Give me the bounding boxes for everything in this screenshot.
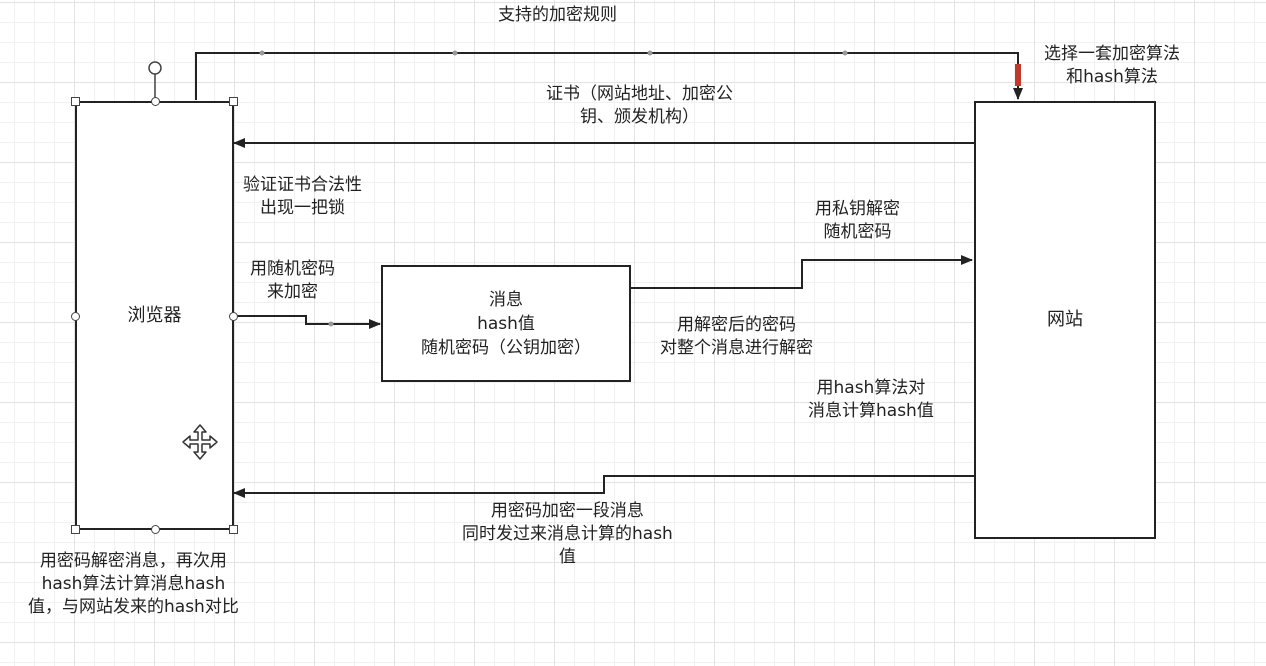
label-line: 和hash算法 xyxy=(1066,67,1158,87)
label-line: 随机密码 xyxy=(823,222,892,242)
label-certificate: 证书（网站地址、加密公 钥、颁发机构） xyxy=(546,83,733,129)
rotate-handle[interactable] xyxy=(148,61,162,75)
connector-point xyxy=(647,50,653,56)
resize-handle-ne[interactable] xyxy=(229,97,238,106)
label-line: 出现一把锁 xyxy=(260,198,345,218)
label-encrypt-random: 用随机密码 来加密 xyxy=(250,258,335,304)
label-line: 消息计算hash值 xyxy=(808,401,934,421)
node-website[interactable]: 网站 xyxy=(974,101,1156,539)
label-browser-decrypt: 用密码解密消息，再次用 hash算法计算消息hash 值，与网站发来的hash对… xyxy=(28,550,239,619)
label-line: 用密码加密一段消息 xyxy=(490,501,644,521)
label-choose-algo: 选择一套加密算法 和hash算法 xyxy=(1044,43,1180,89)
label-line: 钥、颁发机构） xyxy=(580,107,699,127)
label-line: 用私钥解密 xyxy=(815,199,900,219)
connector-point xyxy=(259,50,265,56)
resize-handle-w[interactable] xyxy=(71,312,80,321)
label-decrypt-message: 用解密后的密码 对整个消息进行解密 xyxy=(660,314,813,360)
label-hash-compute: 用hash算法对 消息计算hash值 xyxy=(808,377,934,423)
resize-handle-s[interactable] xyxy=(151,525,160,534)
resize-handle-sw[interactable] xyxy=(71,525,80,534)
resize-handle-e[interactable] xyxy=(229,312,238,321)
label-supported-rules: 支持的加密规则 xyxy=(498,4,617,27)
node-website-label: 网站 xyxy=(1047,309,1083,330)
label-line: 来加密 xyxy=(267,282,318,302)
label-line: 用hash算法对 xyxy=(816,378,926,398)
connector-point xyxy=(842,50,848,56)
resize-handle-n[interactable] xyxy=(151,97,160,106)
connector-point xyxy=(328,321,334,327)
label-line: 用解密后的密码 xyxy=(677,315,796,335)
label-line: 支持的加密规则 xyxy=(498,5,617,25)
label-line: 选择一套加密算法 xyxy=(1044,44,1180,64)
label-line: 对整个消息进行解密 xyxy=(660,338,813,358)
label-decrypt-private: 用私钥解密 随机密码 xyxy=(815,198,900,244)
edge-encrypt-segment[interactable] xyxy=(233,475,975,498)
node-browser-label: 浏览器 xyxy=(127,304,182,326)
label-line: 用随机密码 xyxy=(250,259,335,279)
move-cursor-icon xyxy=(182,424,218,460)
resize-handle-nw[interactable] xyxy=(71,97,80,106)
node-message-line: hash值 xyxy=(477,313,535,334)
label-line: 值，与网站发来的hash对比 xyxy=(28,597,239,617)
label-encrypt-segment: 用密码加密一段消息 同时发过来消息计算的hash 值 xyxy=(462,500,673,569)
label-line: 证书（网站地址、加密公 xyxy=(546,84,733,104)
resize-handle-se[interactable] xyxy=(229,525,238,534)
edge-encrypt-random[interactable] xyxy=(234,315,381,329)
node-message-line: 消息 xyxy=(489,289,523,310)
label-line: 同时发过来消息计算的hash xyxy=(462,524,673,544)
label-line: 值 xyxy=(558,547,576,567)
label-line: hash算法计算消息hash xyxy=(41,574,226,594)
connector-point xyxy=(452,50,458,56)
label-line: 验证证书合法性 xyxy=(243,175,362,195)
node-browser[interactable]: 浏览器 xyxy=(75,101,234,530)
label-line: 用密码解密消息，再次用 xyxy=(39,551,227,571)
node-message[interactable]: 消息 hash值 随机密码（公钥加密） xyxy=(381,265,631,382)
label-verify-cert: 验证证书合法性 出现一把锁 xyxy=(243,174,362,220)
edge-decrypt-private[interactable] xyxy=(630,255,973,289)
selection-accent xyxy=(1015,64,1021,86)
node-message-line: 随机密码（公钥加密） xyxy=(421,337,591,358)
